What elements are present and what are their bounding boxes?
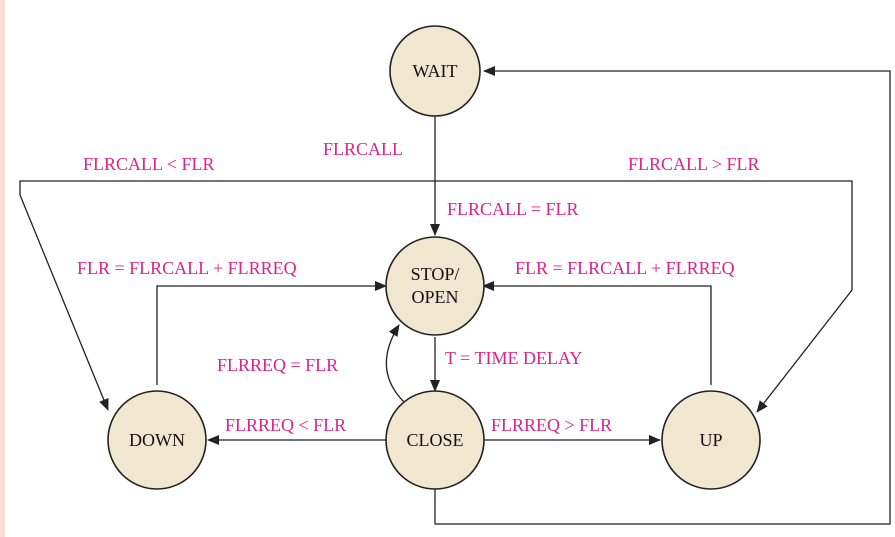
state-stop-open: STOP/ OPEN bbox=[385, 236, 485, 336]
state-close-label: CLOSE bbox=[406, 430, 463, 450]
label-wait-to-down: FLRCALL < FLR bbox=[83, 154, 215, 174]
state-up: UP bbox=[661, 390, 761, 490]
state-wait: WAIT bbox=[389, 25, 481, 117]
label-close-to-stop: FLRREQ = FLR bbox=[217, 355, 338, 375]
label-close-to-up: FLRREQ > FLR bbox=[491, 415, 612, 435]
label-arrive-stop: FLRCALL = FLR bbox=[447, 199, 579, 219]
edge-wait-to-down bbox=[19, 180, 435, 411]
state-up-circle bbox=[661, 390, 761, 490]
edge-down-to-stop bbox=[156, 281, 387, 385]
state-down-label: DOWN bbox=[129, 430, 185, 450]
label-up-to-stop: FLR = FLRCALL + FLRREQ bbox=[515, 258, 735, 278]
state-diagram-svg: WAIT STOP/ OPEN DOWN CLOSE UP FLRCALL FL… bbox=[19, 25, 891, 525]
state-down: DOWN bbox=[107, 390, 207, 490]
edge-close-to-wait bbox=[434, 66, 891, 525]
state-wait-circle bbox=[389, 25, 481, 117]
edge-up-to-stop bbox=[482, 281, 712, 385]
label-stop-to-close: T = TIME DELAY bbox=[445, 348, 582, 368]
label-down-to-stop: FLR = FLRCALL + FLRREQ bbox=[77, 258, 297, 278]
state-close: CLOSE bbox=[385, 390, 485, 490]
label-wait-to-stop: FLRCALL bbox=[323, 139, 403, 159]
state-down-circle bbox=[107, 390, 207, 490]
edge-close-to-stop bbox=[385, 324, 406, 404]
state-stop-open-label-line2: OPEN bbox=[411, 287, 458, 307]
state-close-circle bbox=[385, 390, 485, 490]
state-diagram: WAIT STOP/ OPEN DOWN CLOSE UP FLRCALL FL… bbox=[5, 0, 895, 537]
label-close-to-down: FLRREQ < FLR bbox=[225, 415, 346, 435]
edge-wait-to-up bbox=[435, 180, 853, 413]
label-wait-to-up: FLRCALL > FLR bbox=[628, 154, 760, 174]
state-up-label: UP bbox=[699, 430, 722, 450]
state-wait-label: WAIT bbox=[413, 61, 458, 81]
state-stop-open-circle bbox=[385, 236, 485, 336]
state-stop-open-label-line1: STOP/ bbox=[411, 264, 460, 284]
